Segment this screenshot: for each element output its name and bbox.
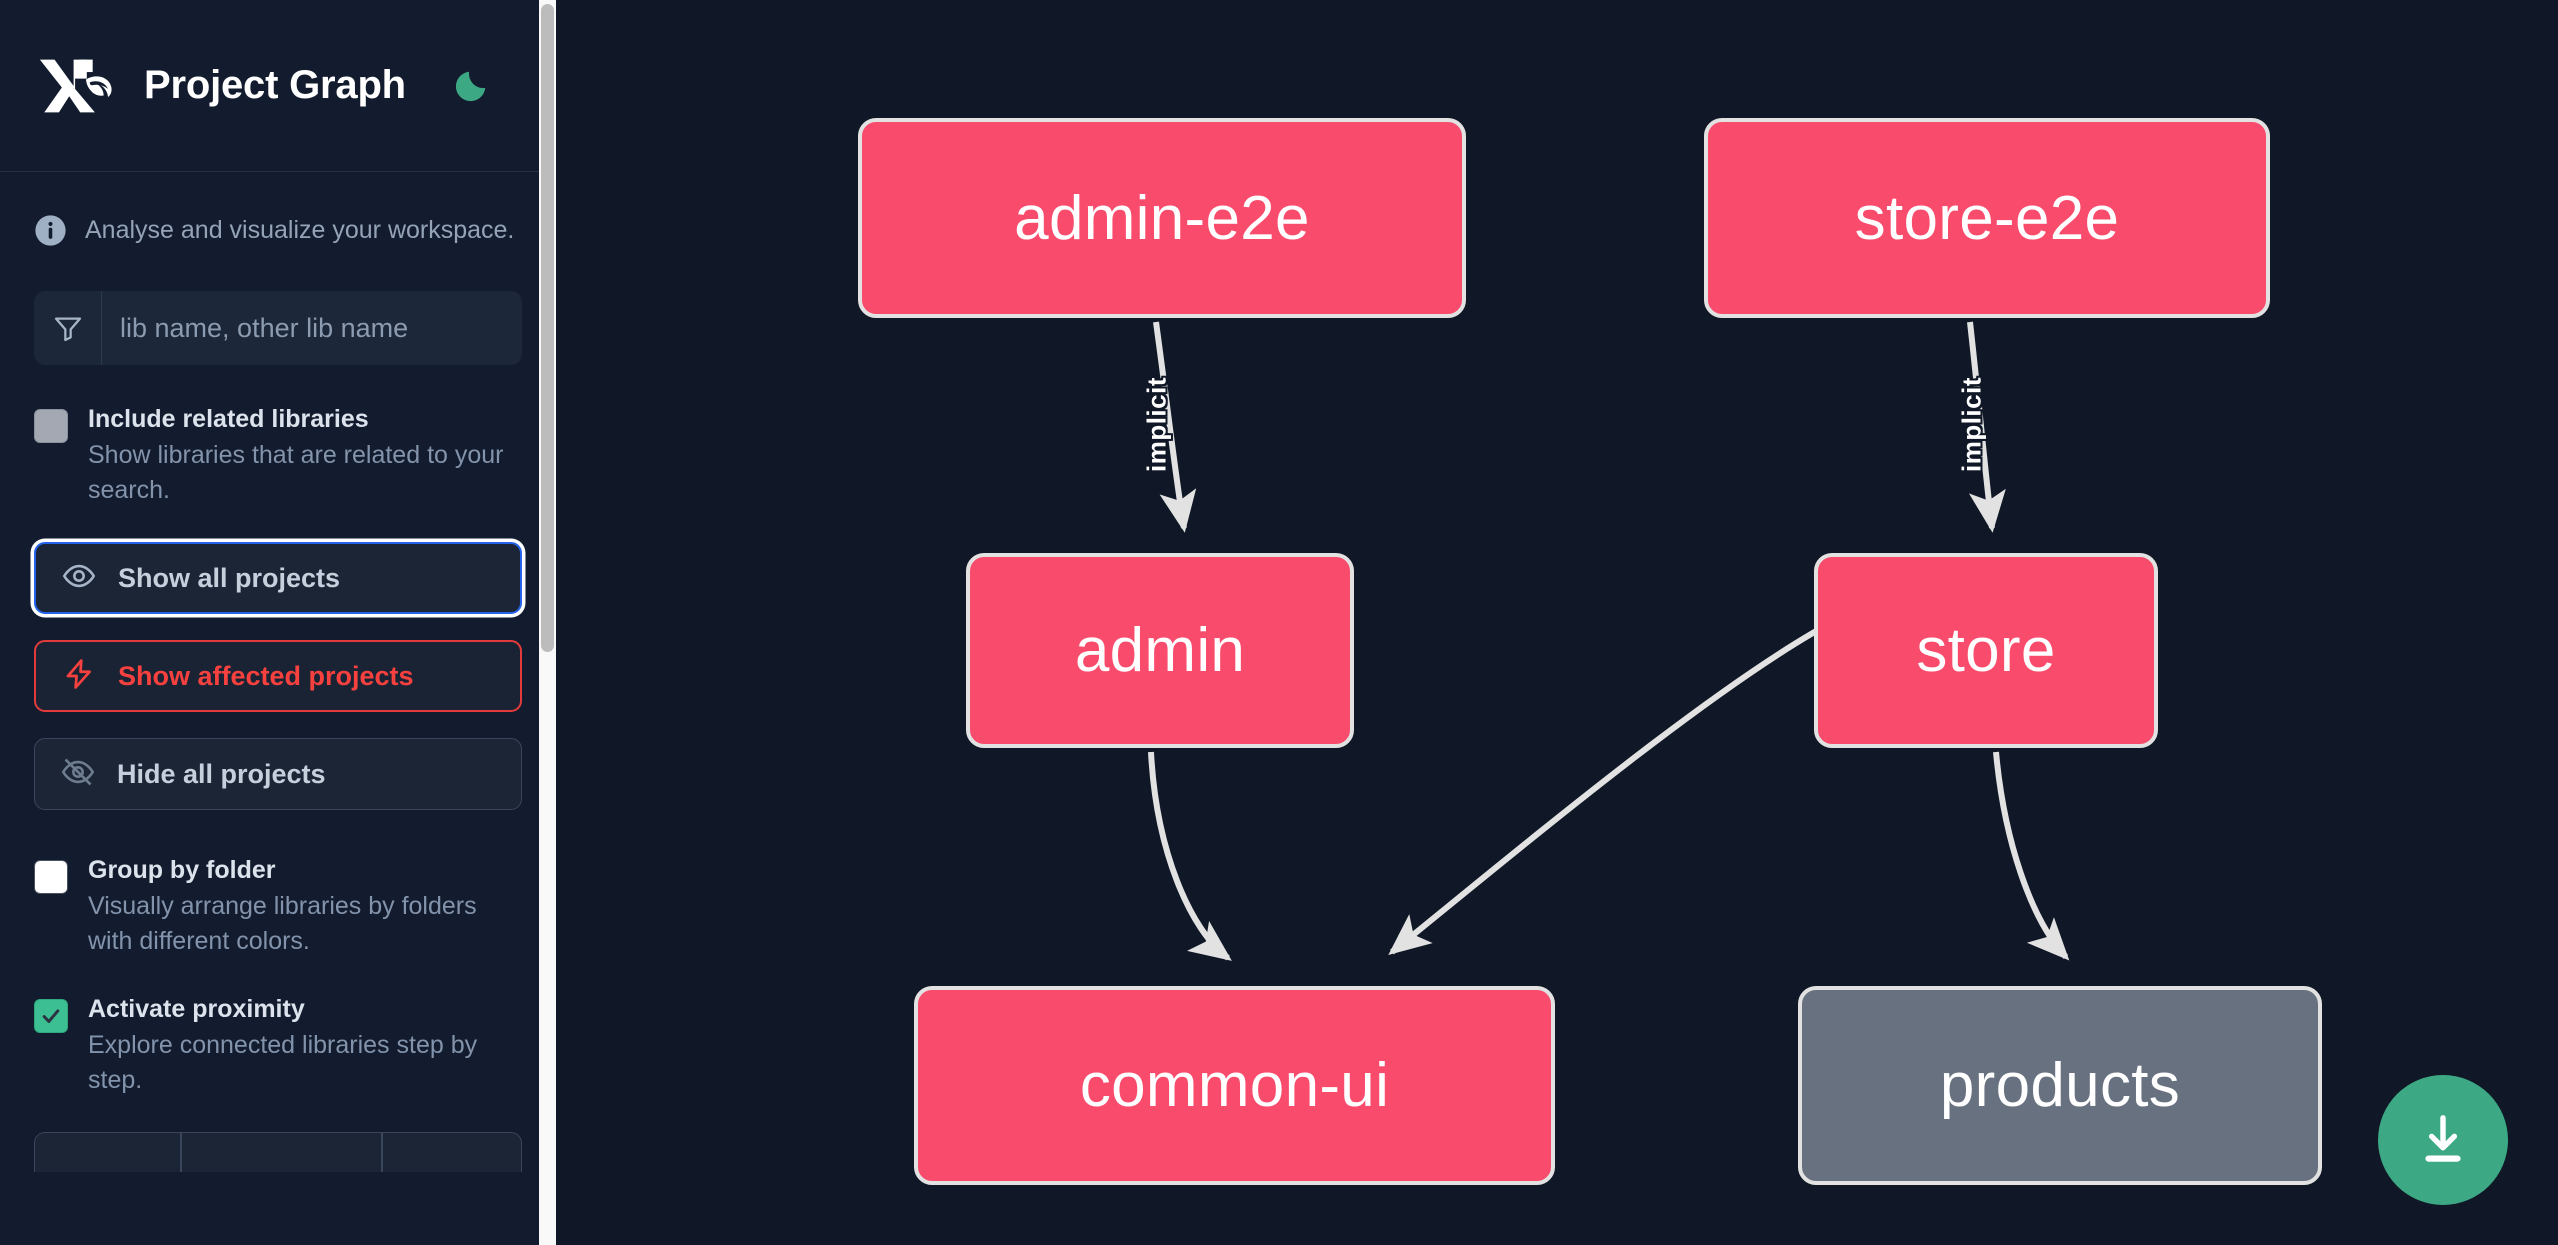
option-description: Visually arrange libraries by folders wi… [88, 892, 477, 955]
option-include-related-libraries[interactable]: Include related libraries Show libraries… [34, 403, 522, 508]
option-group-by-folder[interactable]: Group by folder Visually arrange librari… [34, 854, 522, 959]
show-all-projects-label: Show all projects [118, 562, 341, 593]
node-label: admin [1074, 616, 1246, 685]
node-label: admin-e2e [1014, 183, 1310, 253]
page-title: Project Graph [144, 63, 406, 107]
option-label: Group by folder [88, 856, 276, 884]
node-label: store-e2e [1854, 183, 2120, 253]
node-label: store [1916, 616, 2056, 685]
sidebar-body: Analyse and visualize your workspace. In… [0, 214, 556, 1172]
checkbox-activate-proximity[interactable] [34, 999, 68, 1033]
option-activate-proximity[interactable]: Activate proximity Explore connected lib… [34, 993, 522, 1098]
segment-2[interactable] [180, 1132, 383, 1172]
sidebar-header: Project Graph [0, 0, 556, 172]
node-label: products [1939, 1051, 2181, 1120]
download-icon [2425, 1115, 2461, 1162]
sidebar: Project Graph Analyse and visualize your… [0, 0, 556, 1245]
moon-icon[interactable] [448, 63, 494, 109]
option-label: Activate proximity [88, 995, 305, 1023]
tagline: Analyse and visualize your workspace. [34, 214, 522, 247]
action-buttons: Show all projects Show affected projects [34, 542, 522, 810]
graph-node-products[interactable]: products [1798, 986, 2322, 1185]
show-affected-projects-label: Show affected projects [118, 660, 414, 691]
segment-1[interactable] [34, 1132, 181, 1172]
graph-node-store[interactable]: store [1814, 553, 2158, 748]
sidebar-scrollbar[interactable] [539, 0, 556, 1245]
text-filter-segmented-control[interactable] [34, 1132, 522, 1172]
show-affected-projects-button[interactable]: Show affected projects [34, 640, 522, 712]
node-label: common-ui [1079, 1051, 1390, 1120]
filter-icon [34, 291, 102, 365]
eye-icon [62, 559, 96, 598]
eye-off-icon [61, 755, 95, 794]
segment-3[interactable] [382, 1132, 522, 1172]
checkbox-include-related-libraries[interactable] [34, 409, 68, 443]
tagline-text: Analyse and visualize your workspace. [85, 216, 515, 244]
graph-node-admin-e2e[interactable]: admin-e2e [858, 118, 1466, 318]
sidebar-scrollbar-thumb[interactable] [541, 4, 554, 652]
option-label: Include related libraries [88, 405, 369, 433]
lightning-icon [62, 657, 96, 696]
search-bar[interactable] [34, 291, 522, 365]
nx-logo-icon [34, 55, 122, 117]
checkbox-group-by-folder[interactable] [34, 860, 68, 894]
graph-node-admin[interactable]: admin [966, 553, 1354, 748]
graph-edges [1148, 321, 2070, 961]
option-description: Show libraries that are related to your … [88, 441, 504, 504]
hide-all-projects-button[interactable]: Hide all projects [34, 738, 522, 810]
option-description: Explore connected libraries step by step… [88, 1031, 478, 1094]
hide-all-projects-label: Hide all projects [117, 758, 326, 789]
checkmark-icon [42, 1009, 60, 1023]
graph-canvas[interactable]: admin-e2e store-e2e admin store common-u… [556, 0, 2558, 1245]
info-icon [34, 214, 67, 247]
download-image-button[interactable] [2378, 1075, 2508, 1205]
graph-node-common-ui[interactable]: common-ui [914, 986, 1555, 1185]
show-all-projects-button[interactable]: Show all projects [34, 542, 522, 614]
graph-node-store-e2e[interactable]: store-e2e [1704, 118, 2270, 318]
search-input[interactable] [102, 291, 522, 365]
